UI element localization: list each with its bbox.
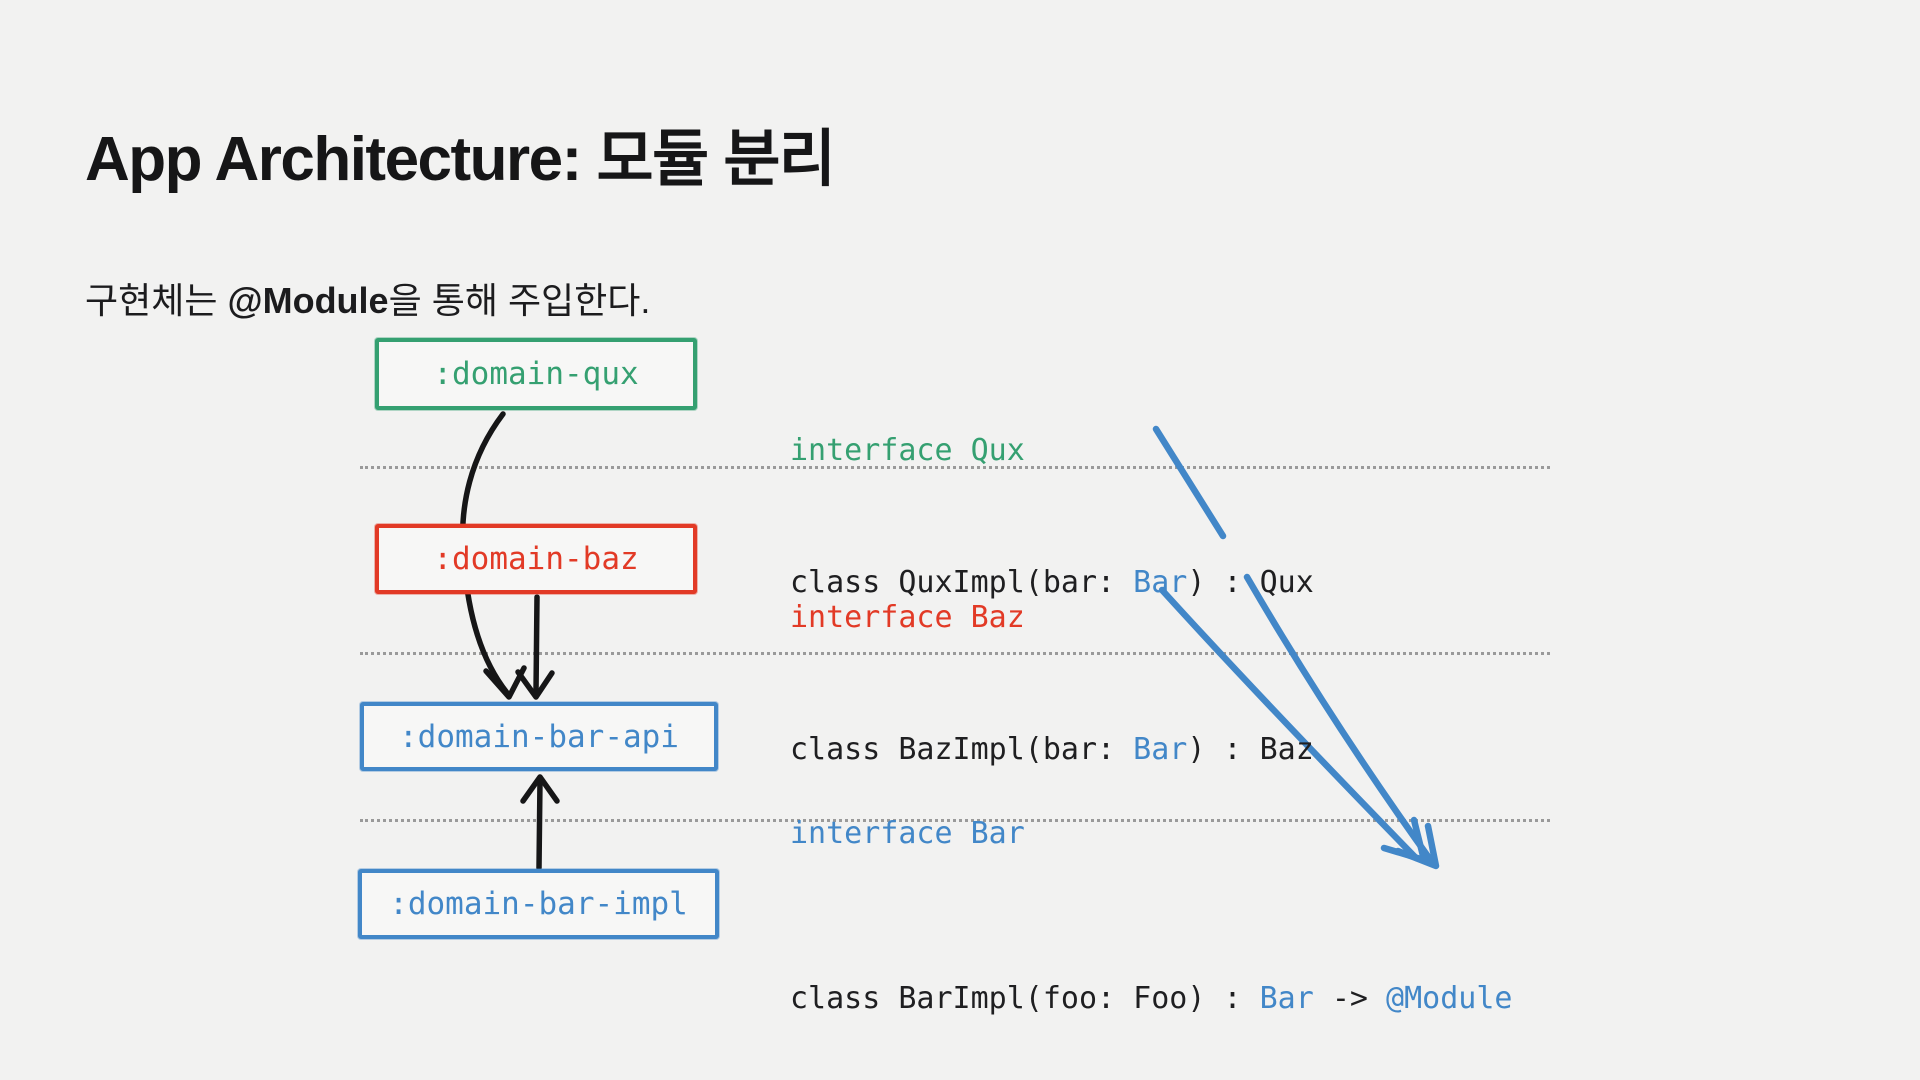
arrow-baz-to-bar-api-icon [515,594,555,700]
subtitle-suffix: 을 통해 주입한다. [388,280,651,321]
module-box-domain-qux: :domain-qux [375,338,697,410]
code-block-bar-impl: class BarImpl(foo: Foo) : Bar -> @Module [790,889,1512,1080]
code-block-baz: interface Baz class BazImpl(bar: Bar) : … [790,508,1314,860]
code-line-interface-bar: interface Bar [790,816,1025,851]
separator-dotted-line-1 [360,466,1550,469]
module-box-label: :domain-baz [433,541,639,577]
module-box-domain-baz: :domain-baz [375,524,697,594]
code-line-barimpl: class BarImpl(foo: Foo) : Bar -> @Module [790,981,1513,1016]
code-line-quximpl: class QuxImpl(bar: Bar) : Qux [790,565,1314,600]
code-block-qux: interface Qux class QuxImpl(bar: Bar) : … [790,341,1314,693]
code-line-interface-baz: interface Baz [790,600,1025,635]
module-box-domain-bar-impl: :domain-bar-impl [358,869,719,939]
module-box-label: :domain-qux [433,356,639,392]
code-line-interface-qux: interface Qux [790,433,1025,468]
arrow-bar-impl-to-bar-api-icon [520,774,560,871]
subtitle-prefix: 구현체는 [85,280,228,321]
module-box-domain-bar-api: :domain-bar-api [360,702,718,771]
separator-dotted-line-3 [360,819,1550,822]
arrow-baz-bar-ref-to-module-icon [1158,586,1428,864]
code-block-bar: interface Bar [790,724,1025,944]
module-box-label: :domain-bar-impl [389,886,688,922]
page-title: App Architecture: 모듈 분리 [85,125,836,194]
subtitle-emphasis-module: @Module [227,280,389,321]
subtitle: 구현체는 @Module을 통해 주입한다. [85,272,650,324]
separator-dotted-line-2 [360,652,1550,655]
module-box-label: :domain-bar-api [399,718,679,755]
code-line-bazimpl: class BazImpl(bar: Bar) : Baz [790,732,1314,767]
